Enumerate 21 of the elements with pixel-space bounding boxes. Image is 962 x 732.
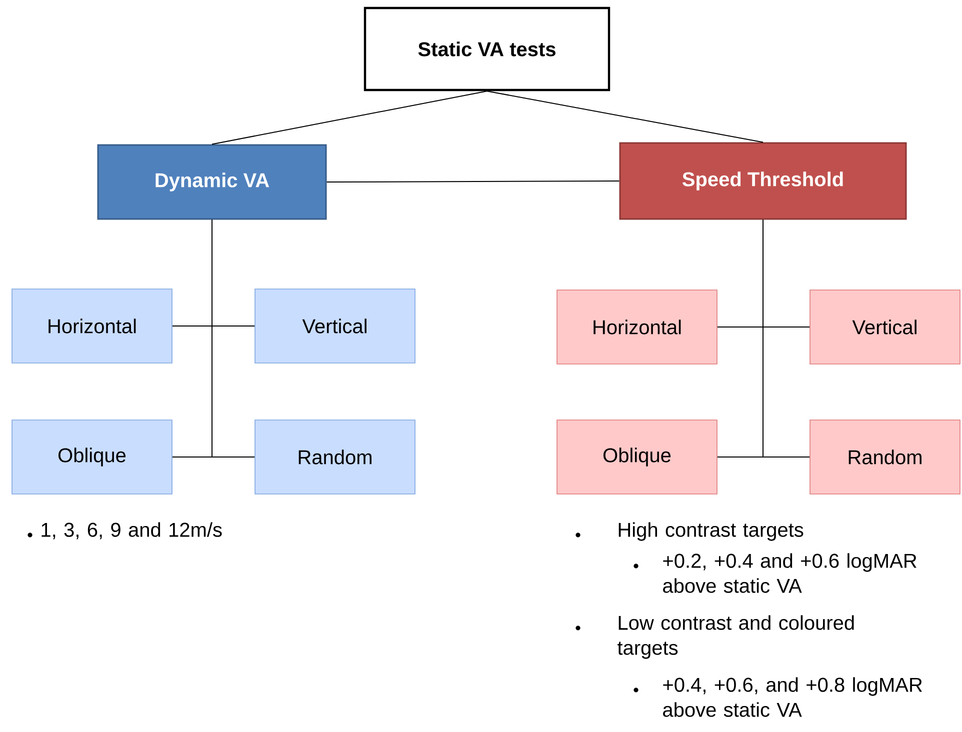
test-box: Vertical xyxy=(254,288,416,364)
test-box: Horizontal xyxy=(12,288,172,364)
bullet-text: High contrast targets xyxy=(618,522,804,541)
test-box: Oblique xyxy=(12,420,172,494)
connector-line xyxy=(326,180,620,182)
bullet-text: +0.2, +0.4 and +0.6 logMAR above static VA xyxy=(663,553,916,593)
bullet-text: 1, 3, 6, 9 and 12m/s xyxy=(42,522,222,540)
connector-line xyxy=(212,219,256,458)
title-box: Static VA tests xyxy=(364,6,610,92)
test-box: Vertical xyxy=(810,290,960,364)
test-box: Random xyxy=(254,420,416,494)
connector-line xyxy=(486,90,764,143)
bullet-text: +0.4, +0.6, and +0.8 logMAR above static VA xyxy=(663,677,922,717)
category-box: Dynamic VA xyxy=(97,144,327,220)
test-box: Random xyxy=(810,420,960,494)
bullet-text: Low contrast and coloured targets xyxy=(618,615,854,659)
test-box: Horizontal xyxy=(556,290,718,364)
connector-line xyxy=(762,219,810,458)
test-box: Oblique xyxy=(556,420,718,494)
category-box: Speed Threshold xyxy=(619,142,907,220)
connector-line xyxy=(212,90,488,145)
